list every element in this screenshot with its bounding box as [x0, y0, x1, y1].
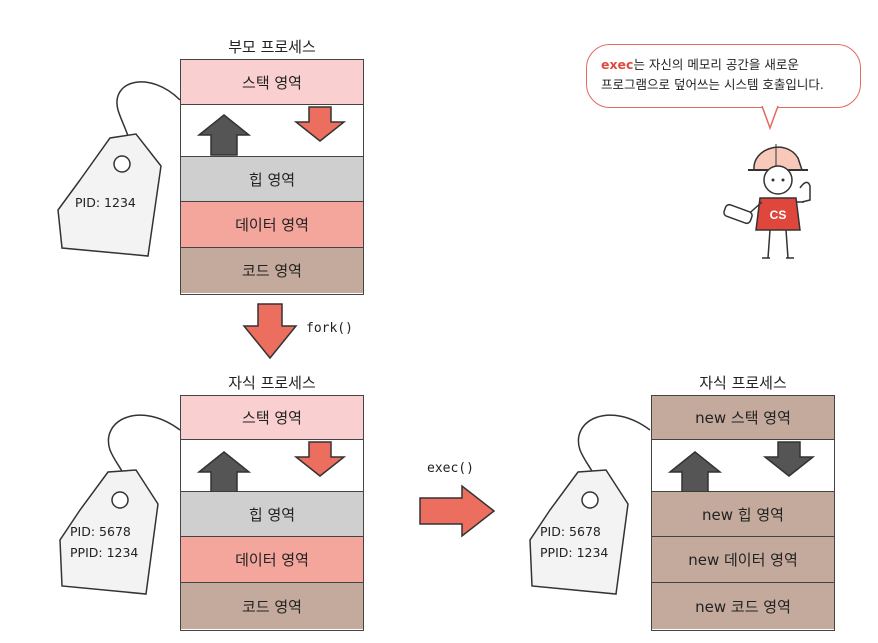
mascot-face [763, 165, 793, 195]
parent-free-space [181, 105, 363, 157]
exec-right-arrow-icon [419, 484, 496, 538]
fork-down-arrow-icon [242, 303, 298, 360]
parent-growth-arrows [196, 106, 347, 156]
parent-process-memory: 스택 영역 힙 영역 데이터 영역 코드 영역 [180, 59, 364, 295]
child-pid-label: PID: 5678 [70, 524, 131, 539]
child-code-segment: 코드 영역 [181, 583, 363, 629]
parent-process-title: 부모 프로세스 [228, 38, 316, 56]
mascot-shirt-text: CS [770, 208, 787, 222]
exec-child-process-title: 자식 프로세스 [699, 374, 787, 392]
parent-pid-label: PID: 1234 [75, 195, 136, 210]
bubble-line-1-rest: 는 자신의 메모리 공간을 새로운 [633, 57, 799, 72]
child-free-space [181, 440, 363, 493]
parent-heap-up-arrow-icon [196, 114, 252, 156]
child-growth-arrows [196, 441, 347, 493]
child-process-memory: 스택 영역 힙 영역 데이터 영역 코드 영역 [180, 395, 364, 631]
parent-code-segment: 코드 영역 [181, 248, 363, 293]
new-heap-up-arrow-icon [667, 451, 723, 493]
exec-child-ppid-label: PPID: 1234 [540, 545, 609, 560]
child-stack-segment: 스택 영역 [181, 396, 363, 440]
fork-label: fork() [306, 321, 353, 336]
mascot-figure: CS [723, 144, 811, 259]
child-stack-down-arrow-icon [293, 441, 347, 477]
new-data-segment: new 데이터 영역 [652, 537, 834, 583]
new-code-segment: new 코드 영역 [652, 583, 834, 629]
pointing-hand-icon [799, 181, 811, 203]
speech-bubble-tail [761, 104, 779, 131]
child-heap-segment: 힙 영역 [181, 492, 363, 537]
exec-child-pid-tag [529, 414, 651, 595]
exec-child-growth-arrows [667, 441, 816, 493]
mascot-shirt [755, 197, 801, 231]
bubble-line-2: 프로그램으로 덮어쓰는 시스템 호출입니다. [601, 77, 824, 92]
parent-stack-down-arrow-icon [293, 106, 347, 142]
new-stack-segment: new 스택 영역 [652, 396, 834, 440]
new-heap-segment: new 힙 영역 [652, 492, 834, 537]
child-data-segment: 데이터 영역 [181, 537, 363, 583]
exec-child-pid-label: PID: 5678 [540, 524, 601, 539]
child-pid-tag [59, 414, 181, 595]
hard-hat-icon [753, 146, 804, 171]
new-stack-down-arrow-icon [762, 441, 816, 477]
parent-data-segment: 데이터 영역 [181, 202, 363, 248]
child-heap-up-arrow-icon [196, 451, 252, 493]
parent-pid-tag [57, 81, 181, 257]
parent-stack-segment: 스택 영역 [181, 60, 363, 105]
paper-roll-icon [723, 203, 753, 225]
bubble-line-1: exec는 자신의 메모리 공간을 새로운 [601, 55, 848, 75]
child-process-title: 자식 프로세스 [228, 374, 316, 392]
exec-child-process-memory: new 스택 영역 new 힙 영역 new 데이터 영역 new 코드 영역 [651, 395, 835, 631]
parent-heap-segment: 힙 영역 [181, 157, 363, 202]
exec-label: exec() [427, 461, 474, 476]
child-ppid-label: PPID: 1234 [70, 545, 139, 560]
bubble-highlight: exec [601, 57, 634, 72]
speech-bubble: exec는 자신의 메모리 공간을 새로운 프로그램으로 덮어쓰는 시스템 호출… [586, 44, 861, 108]
exec-child-free-space [652, 440, 834, 493]
